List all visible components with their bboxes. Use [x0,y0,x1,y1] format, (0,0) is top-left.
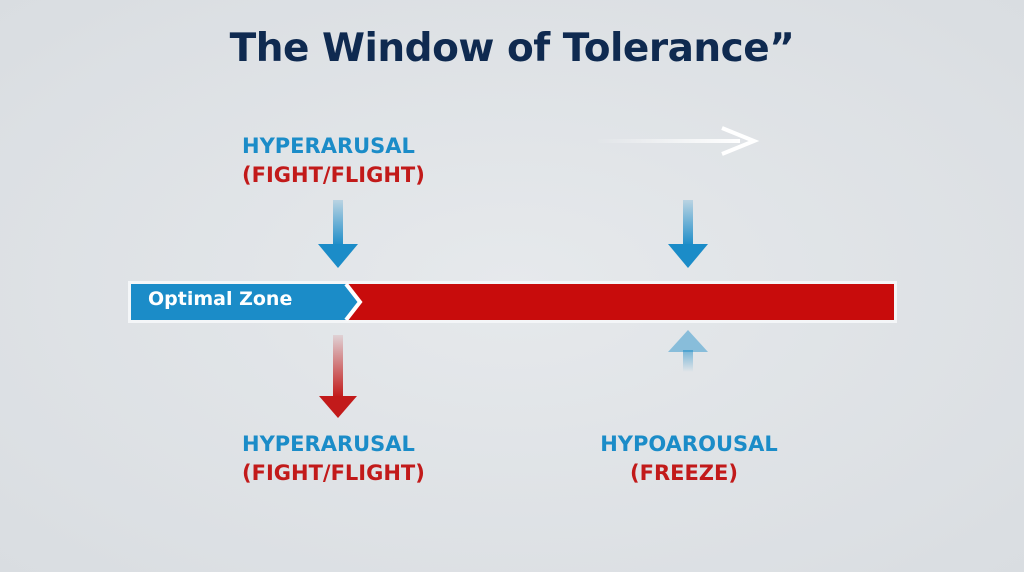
red-down-arrow-icon [319,335,357,418]
bottom-left-label: HYPERARUSAL (FIGHT/FLIGHT) [242,430,425,488]
page-title: The Window of Tolerance” [229,26,795,71]
down-arrow-right-icon [668,200,708,268]
optimal-zone-label: Optimal Zone [148,288,293,310]
down-arrow-left-icon [318,200,358,268]
white-arrow-right-icon [595,126,760,156]
bottom-right-line1: HYPOAROUSAL [600,432,778,456]
bottom-left-line1: HYPERARUSAL [242,432,415,456]
bottom-left-line2: (FIGHT/FLIGHT) [242,461,425,485]
top-label-line1: HYPERARUSAL [242,134,415,158]
bottom-right-line2: (FREEZE) [630,461,738,485]
tolerance-bar [128,281,897,323]
top-label: HYPERARUSAL (FIGHT/FLIGHT) [242,132,425,190]
top-label-line2: (FIGHT/FLIGHT) [242,163,425,187]
faded-up-arrow-icon [668,330,708,372]
bottom-right-label: HYPOAROUSAL (FREEZE) [597,430,781,488]
